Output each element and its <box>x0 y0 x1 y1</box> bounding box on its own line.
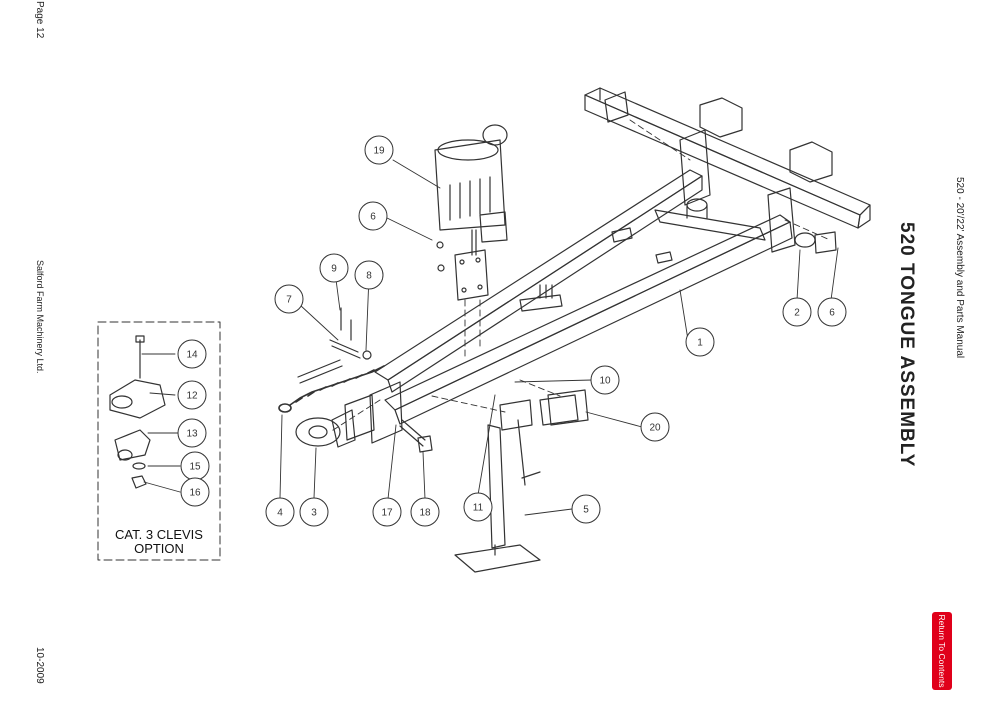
callout-circle <box>177 339 207 369</box>
callout-number: 19 <box>373 146 385 157</box>
callout-leaders <box>141 159 839 516</box>
callout-number: 20 <box>649 423 661 434</box>
pins-and-bolts <box>297 307 433 453</box>
clevis-option-line1: CAT. 3 CLEVIS <box>115 527 203 542</box>
callout-number: 16 <box>189 488 201 499</box>
callout-number: 4 <box>277 508 283 519</box>
callout-circle <box>685 327 715 357</box>
callout-circle <box>571 494 601 524</box>
callout-circle <box>265 497 295 527</box>
callout-number: 1 <box>697 338 703 349</box>
callout-circle <box>410 497 440 527</box>
callout-number: 8 <box>366 271 372 282</box>
callout-number: 17 <box>381 508 393 519</box>
callout-circle <box>274 284 304 314</box>
jack-plate-assembly <box>434 124 508 301</box>
callout-number: 12 <box>186 391 198 402</box>
callout-number: 5 <box>583 505 589 516</box>
callout-circle <box>463 492 493 522</box>
callout-number: 6 <box>370 212 376 223</box>
jack-stand <box>454 399 541 573</box>
callout-circle <box>372 497 402 527</box>
main-frame <box>584 87 871 229</box>
callout-circle <box>782 297 812 327</box>
dashed-guides <box>329 119 831 433</box>
hitch-ring <box>295 409 356 448</box>
callout-number: 18 <box>419 508 431 519</box>
callout-circle <box>177 418 207 448</box>
callout-circle <box>177 380 207 410</box>
callout-number: 3 <box>311 508 317 519</box>
callout-number: 11 <box>473 503 484 514</box>
safety-chain <box>278 365 385 413</box>
callout-number: 14 <box>186 350 198 361</box>
callout-number: 7 <box>286 295 292 306</box>
callout-circle <box>354 260 384 290</box>
callout-number: 2 <box>794 308 800 319</box>
callout-circle <box>319 253 349 283</box>
callout-number: 9 <box>331 264 337 275</box>
callout-circle <box>817 297 847 327</box>
jack-bracket <box>539 389 589 426</box>
callout-number: 10 <box>599 376 611 387</box>
callout-number: 6 <box>829 308 835 319</box>
callout-circle <box>180 477 210 507</box>
callout-number: 13 <box>186 429 198 440</box>
bushing <box>794 231 837 254</box>
callout-circle <box>299 497 329 527</box>
callout-circle <box>358 201 388 231</box>
clevis-option-box <box>97 321 221 561</box>
return-to-contents-button[interactable]: Return To Contents <box>932 612 952 690</box>
clevis-option-line2: OPTION <box>134 541 184 556</box>
callout-circle <box>640 412 670 442</box>
callout-circle <box>590 365 620 395</box>
callout-circle <box>364 135 394 165</box>
callout-number: 15 <box>189 462 201 473</box>
